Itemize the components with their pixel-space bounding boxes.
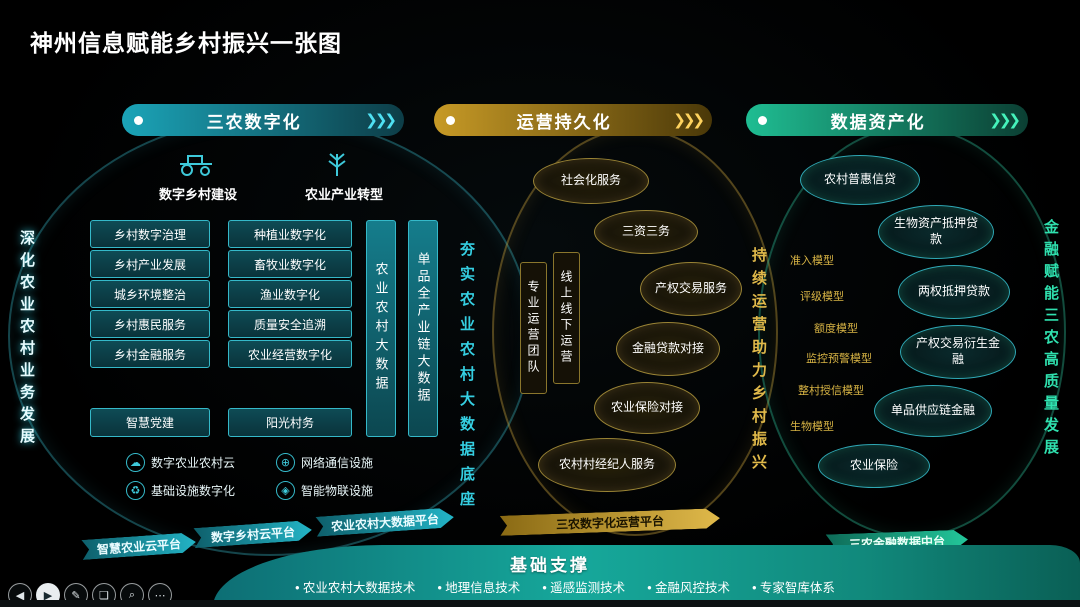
bar-chain-bigdata: 单品全产业链大数据	[408, 220, 438, 437]
operation-ellipse: 农业保险对接	[594, 382, 700, 434]
subhead-digital-village: 数字乡村建设	[158, 187, 237, 202]
foundation-item: 金融风控技术	[647, 577, 730, 596]
foundation-item: 遥感监测技术	[542, 577, 625, 596]
digital-item: 渔业数字化	[228, 280, 352, 308]
cloud-icon: ☁	[126, 453, 145, 472]
legend-label: 数字农业农村云	[151, 456, 236, 470]
page-title: 神州信息赋能乡村振兴一张图	[30, 30, 342, 56]
digital-item: 质量安全追溯	[228, 310, 352, 338]
bullet-dot-icon	[758, 115, 767, 125]
legend-item: ⊕ 网络通信设施	[276, 453, 373, 472]
header-asset-label: 数据资产化	[830, 112, 926, 132]
digital-item: 畜牧业数字化	[228, 250, 352, 278]
platform-arrow: 智慧农业云平台	[81, 532, 196, 560]
digital-side-label: 深化农业农村业务发展	[18, 230, 35, 450]
digital-item: 智慧党建	[90, 408, 210, 437]
digital-item: 种植业数字化	[228, 220, 352, 248]
operation-ellipse: 金融贷款对接	[616, 322, 720, 376]
foundation-item: 农业农村大数据技术	[295, 577, 416, 596]
bar-pro-operation-team: 专业运营团队	[520, 262, 547, 394]
model-label: 准入模型	[790, 255, 834, 267]
wheat-icon	[328, 153, 346, 176]
header-digital-label: 三农数字化	[206, 112, 302, 132]
legend-label: 网络通信设施	[301, 456, 374, 470]
digital-base-label: 夯实农业农村大数据底座	[458, 240, 475, 516]
model-label: 监控预警模型	[806, 353, 872, 365]
asset-side-label: 金融赋能三农高质量发展	[1042, 219, 1059, 461]
asset-ellipse: 产权交易衍生金融	[900, 325, 1016, 379]
asset-ellipse: 单品供应链金融	[874, 385, 992, 437]
legend-label: 基础设施数字化	[151, 484, 236, 498]
bullet-dot-icon	[446, 115, 455, 125]
operation-ellipse: 农村村经纪人服务	[538, 438, 676, 492]
foundation-item: 地理信息技术	[437, 577, 520, 596]
header-digital: 三农数字化 ❯❯❯	[122, 104, 404, 136]
digital-item: 乡村数字治理	[90, 220, 210, 248]
model-label: 额度模型	[814, 323, 858, 335]
legend-item: ♻ 基础设施数字化	[126, 481, 235, 500]
triple-chevron-icon: ❯❯❯	[989, 112, 1021, 129]
digital-item: 乡村金融服务	[90, 340, 210, 368]
taskbar-strip	[0, 600, 1080, 607]
digital-item: 城乡环境整治	[90, 280, 210, 308]
bullet-dot-icon	[134, 115, 143, 125]
foundation-item: 专家智库体系	[752, 577, 835, 596]
tractor-icon	[180, 155, 212, 176]
digital-item: 乡村惠民服务	[90, 310, 210, 338]
header-asset: 数据资产化 ❯❯❯	[746, 104, 1028, 136]
foundation-title: 基础支撑	[510, 556, 590, 575]
header-operation-label: 运营持久化	[516, 112, 612, 132]
network-icon: ⊕	[276, 453, 295, 472]
digital-item: 阳光村务	[228, 408, 352, 437]
header-operation: 运营持久化 ❯❯❯	[434, 104, 712, 136]
model-label: 整村授信模型	[798, 385, 864, 397]
iot-icon: ◈	[276, 481, 295, 500]
legend-item: ☁ 数字农业农村云	[126, 453, 235, 472]
model-label: 生物模型	[790, 421, 834, 433]
operation-side-label: 持续运营助力乡村振兴	[750, 247, 767, 477]
foundation-banner	[213, 545, 1080, 607]
model-label: 评级模型	[800, 291, 844, 303]
legend-item: ◈ 智能物联设施	[276, 481, 373, 500]
bar-online-offline: 线上线下运营	[553, 252, 580, 384]
asset-ellipse: 两权抵押贷款	[898, 265, 1010, 319]
asset-ellipse: 农业保险	[818, 444, 930, 488]
infrastructure-icon: ♻	[126, 481, 145, 500]
triple-chevron-icon: ❯❯❯	[365, 112, 397, 129]
asset-ellipse: 生物资产抵押贷款	[878, 205, 994, 259]
operation-ellipse: 产权交易服务	[640, 262, 742, 316]
bar-agri-bigdata: 农业农村大数据	[366, 220, 396, 437]
foundation-items: 农业农村大数据技术 地理信息技术 遥感监测技术 金融风控技术 专家智库体系	[225, 577, 905, 596]
asset-ellipse: 农村普惠信贷	[800, 155, 920, 205]
digital-item: 乡村产业发展	[90, 250, 210, 278]
digital-item: 农业经营数字化	[228, 340, 352, 368]
operation-ellipse: 社会化服务	[533, 158, 649, 204]
triple-chevron-icon: ❯❯❯	[673, 112, 705, 129]
operation-platform-arrow: 三农数字化运营平台	[500, 508, 721, 536]
subhead-agri-transform: 农业产业转型	[304, 187, 383, 202]
legend-label: 智能物联设施	[301, 484, 374, 498]
operation-ellipse: 三资三务	[594, 210, 698, 254]
